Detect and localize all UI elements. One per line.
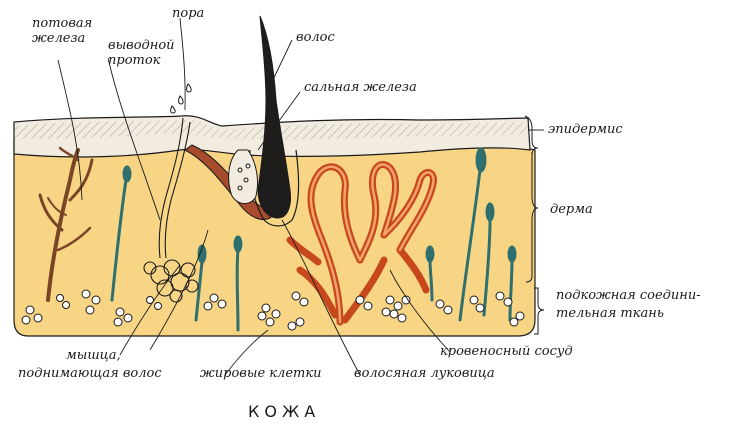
- receptors: [110, 147, 517, 332]
- label-sweat-gland: потовая железа: [32, 16, 93, 46]
- label-fat-cells: жировые клетки: [200, 366, 322, 381]
- label-subcutaneous-line2: тельная ткань: [556, 306, 664, 321]
- label-dermis: дерма: [550, 202, 593, 217]
- label-hair-bulb: волосяная луковица: [354, 366, 495, 381]
- label-subcutaneous-line1: подкожная соедини-: [556, 288, 701, 303]
- sweat-gland-shape: [38, 146, 94, 302]
- sebaceous-gland: [228, 149, 259, 204]
- layer-brackets: [524, 115, 545, 335]
- hair-shaft: [257, 15, 291, 219]
- sweat-duct: [143, 117, 199, 303]
- label-muscle-line2: поднимающая волос: [18, 366, 162, 381]
- label-muscle-line1: мышца,: [66, 348, 121, 363]
- label-duct: выводной проток: [108, 38, 175, 68]
- pore-droplets: [170, 83, 192, 114]
- leader-lines: [57, 17, 544, 376]
- label-hair: волос: [296, 30, 335, 45]
- blood-vessels: [286, 161, 437, 326]
- label-blood-vessel: кровеносный сосуд: [440, 344, 573, 359]
- fat-cells: [21, 289, 525, 331]
- label-epidermis: эпидермис: [548, 122, 623, 137]
- label-sebaceous-gland: сальная железа: [304, 80, 417, 95]
- label-pore: пора: [172, 6, 205, 21]
- diagram-caption: КОЖА: [248, 402, 321, 421]
